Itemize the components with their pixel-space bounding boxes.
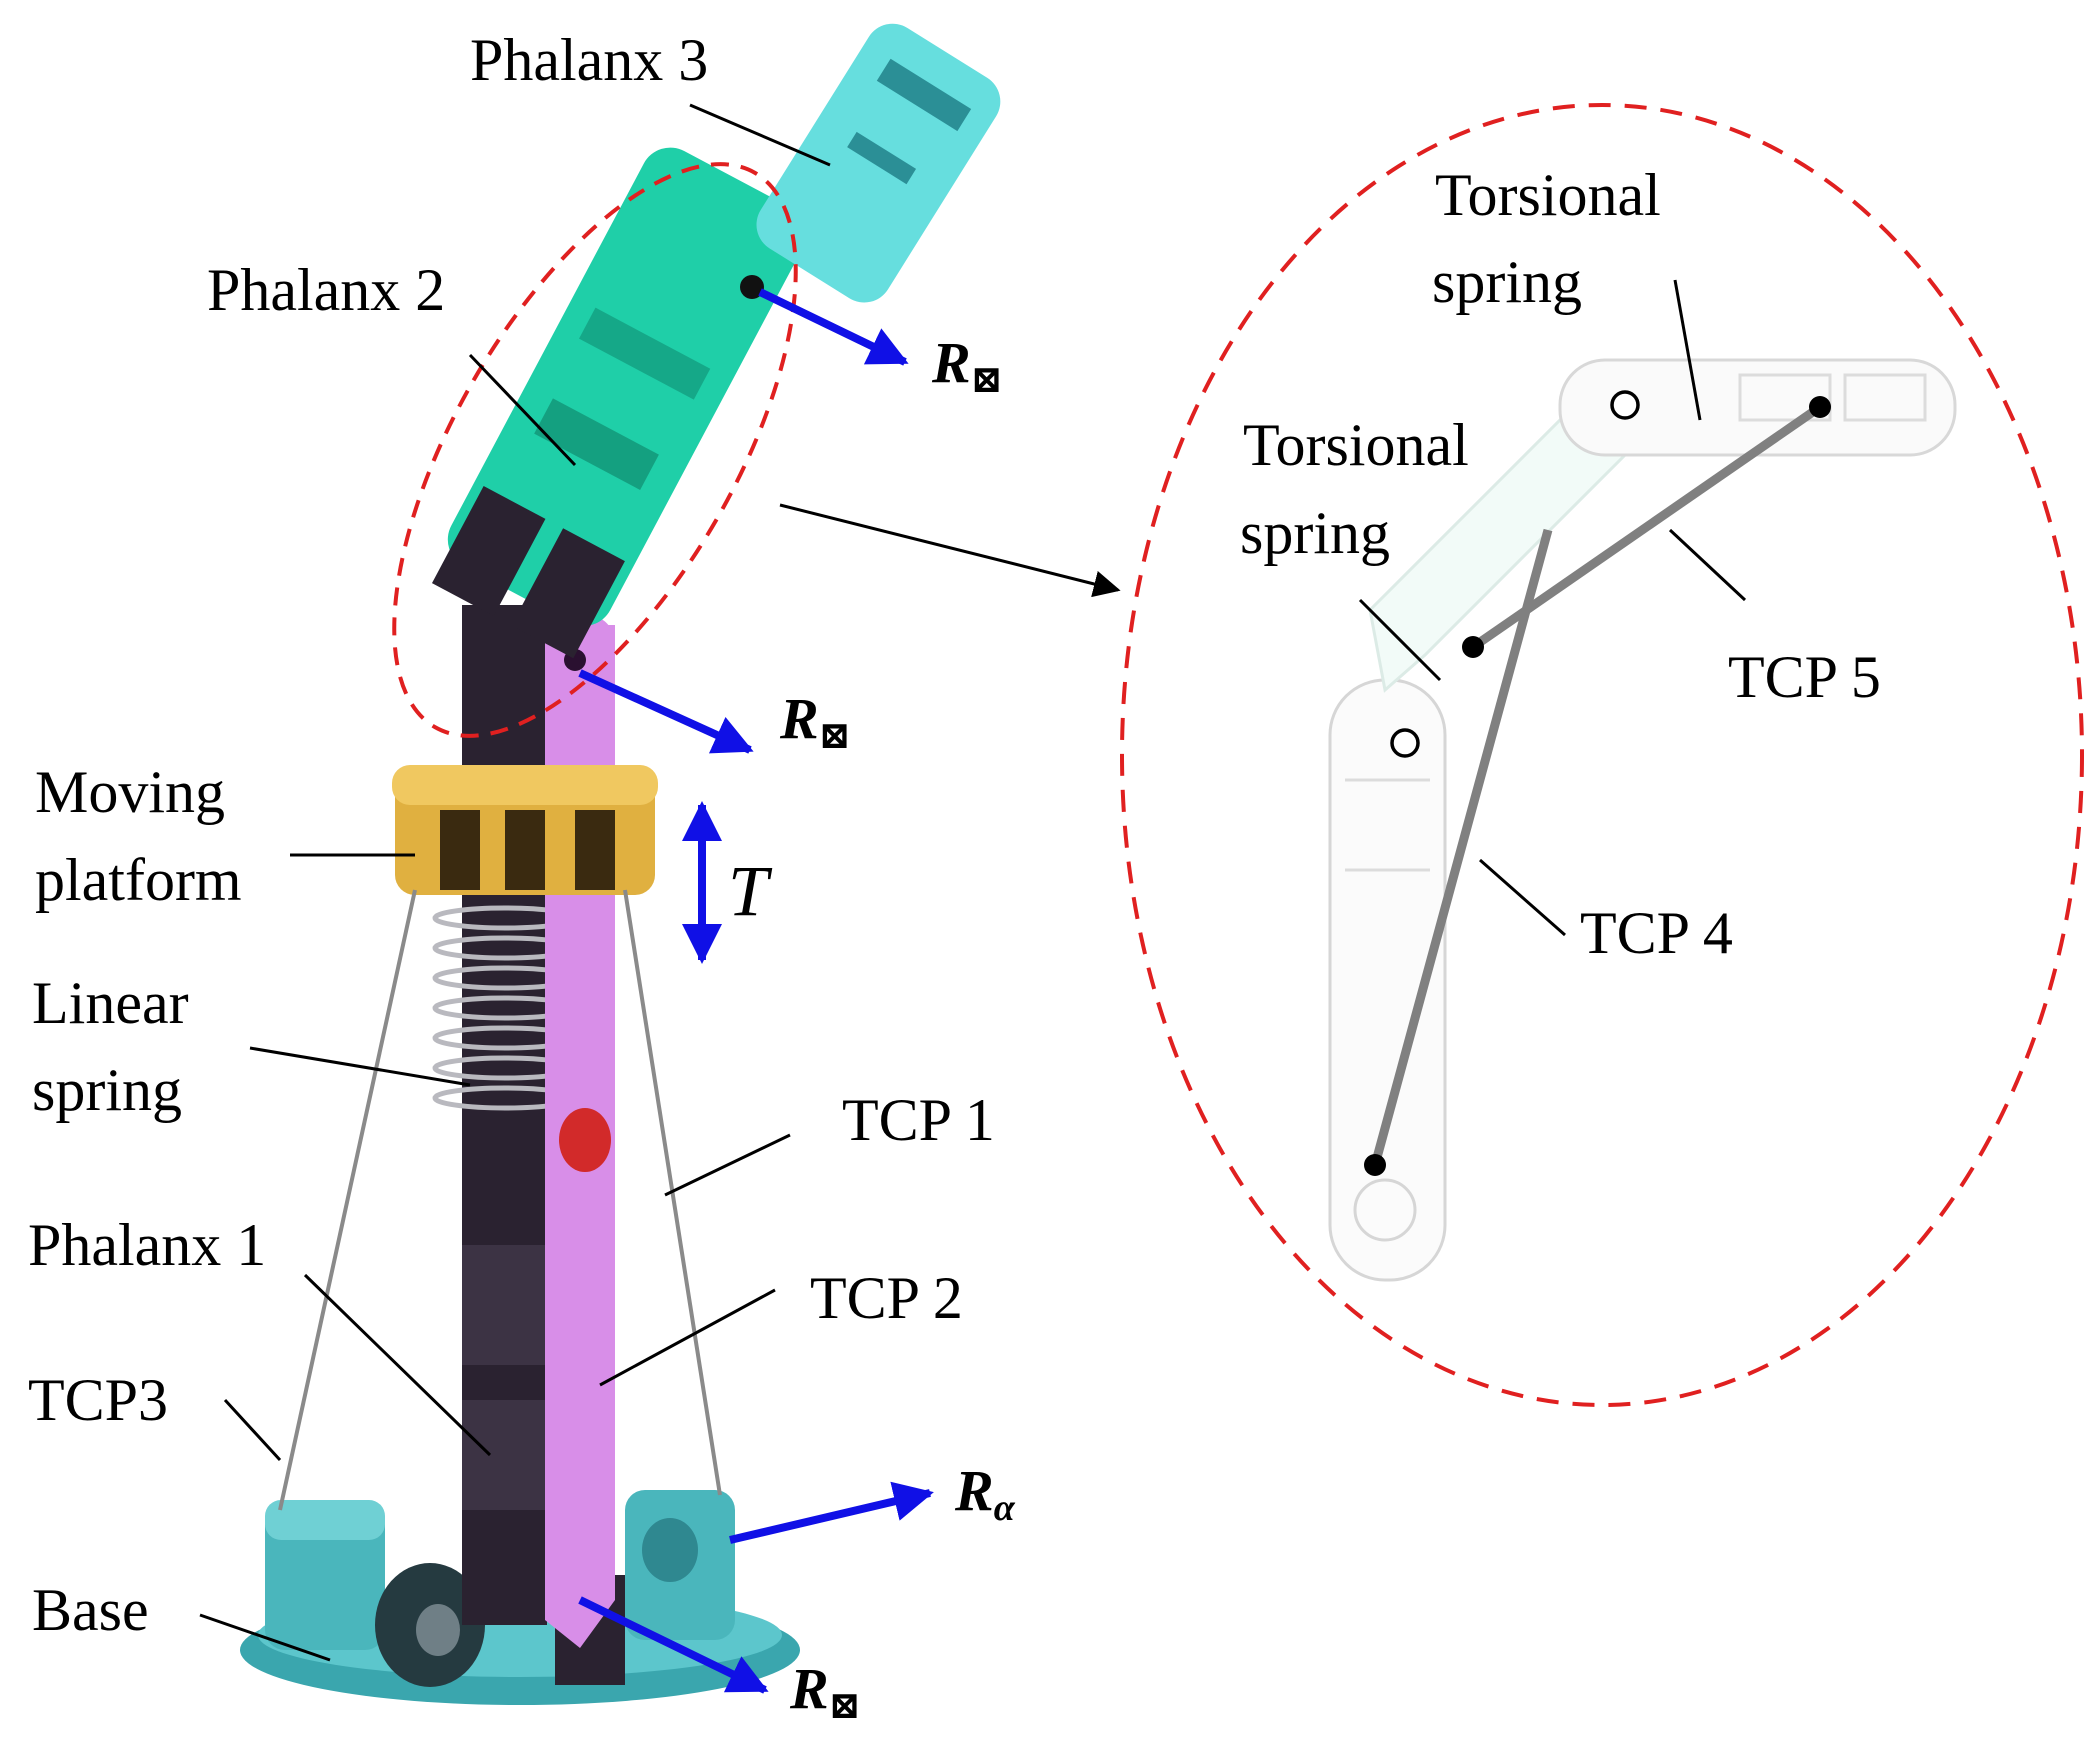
label-linear-spring-1: Linear — [32, 970, 189, 1036]
leader-lines-left — [199, 103, 831, 1662]
phalanx1-dark-seg2 — [462, 1400, 547, 1510]
moving-platform-slot3 — [575, 810, 615, 890]
r-label-phalanx1: R⊠ — [779, 686, 851, 757]
label-torsional-a-1: Torsional — [1435, 162, 1661, 228]
base-block-right-hole — [642, 1518, 698, 1582]
zoom-joint-upper — [1610, 390, 1640, 420]
label-torsional-b-2: spring — [1240, 500, 1390, 566]
label-tcp2: TCP 2 — [810, 1265, 963, 1331]
tcp3-cable-left — [278, 889, 417, 1511]
label-tcp5: TCP 5 — [1728, 644, 1881, 710]
t-label: T — [728, 851, 773, 931]
label-torsional-b-1: Torsional — [1243, 412, 1469, 478]
zoom-tcp5-end-a — [1462, 636, 1484, 658]
phalanx2-joint-dot — [740, 275, 764, 299]
zoom-tcp5-end-b — [1809, 396, 1831, 418]
r-arrow-phalanx2 — [758, 288, 909, 366]
phalanx1-dark-seg — [462, 1245, 547, 1365]
red-bead — [559, 1108, 611, 1172]
zoom-ellipse — [1120, 103, 2084, 1407]
r-label-phalanx2: R⊠ — [931, 330, 1003, 401]
label-phalanx1: Phalanx 1 — [28, 1212, 266, 1278]
moving-platform-slot2 — [505, 810, 545, 890]
zoom-tcp4-end — [1364, 1154, 1386, 1176]
r-arrow-phalanx1 — [578, 669, 754, 754]
r-label-base: R⊠ — [789, 1656, 861, 1727]
zoom-joint-lower — [1390, 728, 1420, 758]
phalanx2-body — [431, 147, 807, 659]
leader-lines-right — [1358, 279, 1747, 937]
finger-render — [240, 23, 1001, 1705]
moving-platform-slot1 — [440, 810, 480, 890]
base-block-left-top — [265, 1500, 385, 1540]
moving-platform-top — [392, 765, 658, 805]
label-phalanx3: Phalanx 3 — [470, 27, 708, 93]
label-tcp1: TCP 1 — [842, 1087, 995, 1153]
r-alpha-label: Rα — [954, 1458, 1016, 1529]
base-wheel-hub — [416, 1604, 460, 1656]
label-phalanx2: Phalanx 2 — [207, 257, 445, 323]
zoom-schematic — [1328, 358, 1957, 1282]
label-tcp4: TCP 4 — [1580, 900, 1733, 966]
label-moving-platform-2: platform — [35, 847, 242, 913]
label-base: Base — [32, 1577, 149, 1643]
r-arrow-base — [578, 1596, 769, 1694]
zoom-tcp5-rod — [1470, 403, 1823, 651]
zoom-tcp4-rod — [1370, 528, 1553, 1167]
r-alpha-arrow — [729, 1481, 934, 1544]
label-moving-platform-1: Moving — [35, 759, 225, 825]
label-torsional-a-2: spring — [1432, 249, 1582, 315]
label-tcp3: TCP3 — [28, 1367, 168, 1433]
phalanx3-body — [756, 23, 1001, 303]
joint-highlight-ellipse — [392, 162, 798, 738]
zoom-pointer-arrow — [779, 503, 1121, 598]
label-linear-spring-2: spring — [32, 1057, 182, 1123]
